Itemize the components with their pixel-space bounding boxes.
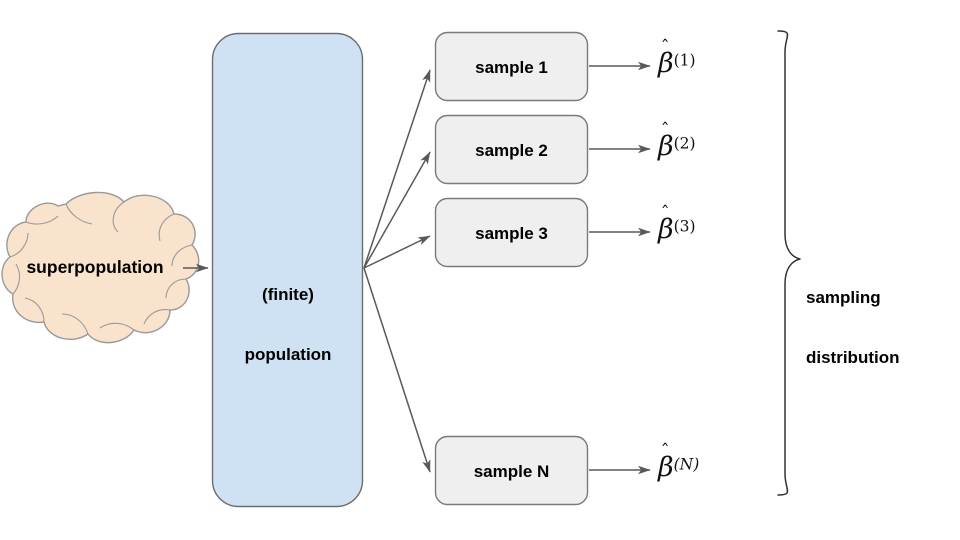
sample-label-2: sample 2 [475,141,548,160]
superpopulation-label: superpopulation [26,257,164,277]
sampling-distribution-label: sampling distribution [806,248,946,408]
estimate-index-3: (3) [673,217,696,236]
sample-box-1[interactable] [434,31,589,102]
beta-hat-accent-1: ˆ [660,37,670,58]
finite-population-box[interactable] [211,32,364,508]
sampling-distribution-brace [777,30,801,496]
arrow-population-to-sample-1 [363,69,431,269]
sampling-distribution-label-line1: sampling [806,288,881,308]
superpopulation-cloud[interactable] [1,191,200,344]
estimate-index-1: (1) [673,51,696,70]
beta-hat-accent-3: ˆ [660,203,670,224]
estimate-index-n: (N) [673,455,700,474]
finite-population-label-line2: population [244,345,332,365]
sample-label-3: sample 3 [475,224,548,243]
sample-box-2[interactable] [434,114,589,185]
finite-population-label-line1: (finite) [262,285,314,305]
beta-hat-accent-4: ˆ [660,441,670,462]
arrow-population-to-sample-3 [363,235,431,269]
sample-label-1: sample 1 [475,58,548,77]
arrow-population-to-sample-2 [363,151,431,269]
sample-label-n: sample N [473,462,550,481]
finite-population-label: (finite) population [228,245,348,405]
sampling-distribution-label-line2: distribution [806,348,900,368]
beta-hat-accent-2: ˆ [660,120,670,141]
sample-box-3[interactable] [434,197,589,268]
estimate-index-2: (2) [673,134,696,153]
arrow-population-to-sample-n [363,267,431,473]
sample-box-n[interactable] [434,435,589,506]
